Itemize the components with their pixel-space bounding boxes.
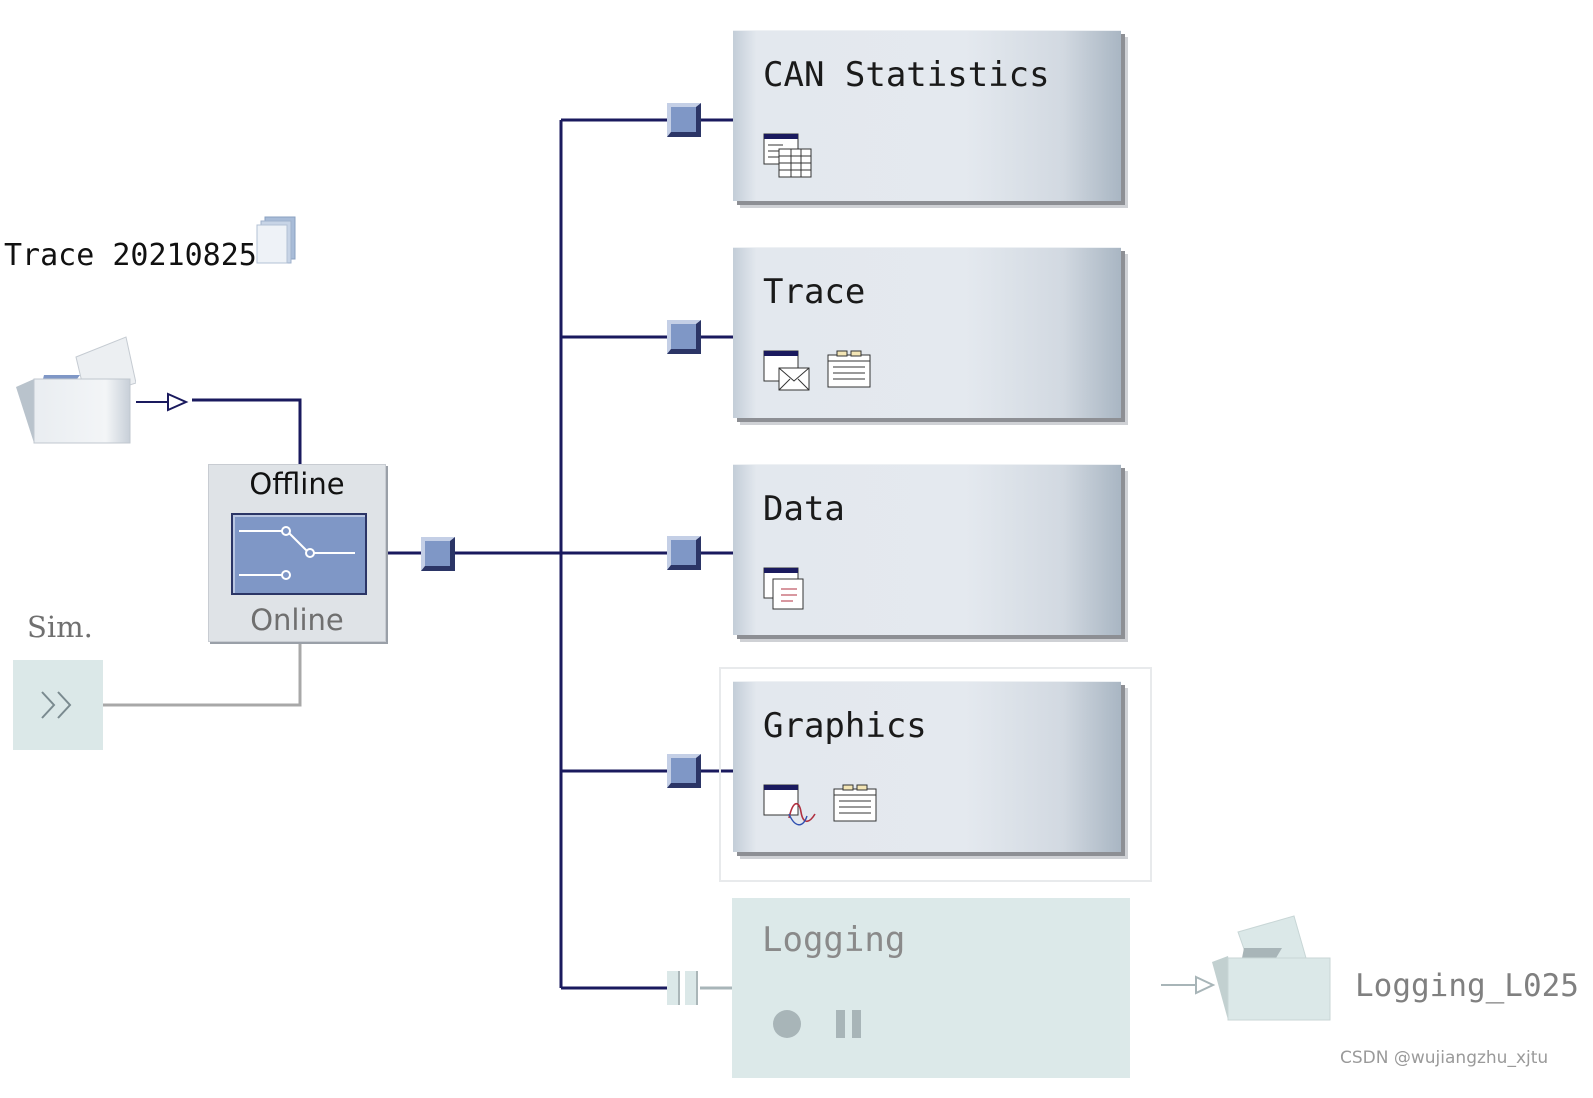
statistics-table-icon[interactable] bbox=[763, 133, 813, 179]
block-graphics[interactable]: Graphics bbox=[733, 681, 1121, 852]
switch-toggle-icon bbox=[239, 526, 355, 580]
graphics-window-icon[interactable] bbox=[763, 784, 817, 828]
offline-online-switch[interactable]: Offline Online bbox=[208, 464, 386, 642]
watermark: CSDN @wujiangzhu_xjtu bbox=[1340, 1048, 1549, 1068]
graphics-node[interactable] bbox=[667, 754, 701, 788]
online-label[interactable]: Online bbox=[250, 603, 344, 637]
config-list-icon[interactable] bbox=[833, 784, 877, 822]
block-data[interactable]: Data bbox=[733, 464, 1121, 635]
logging-file-label: Logging_L025 bbox=[1355, 968, 1579, 1004]
can-statistics-node[interactable] bbox=[667, 103, 701, 137]
config-list-icon[interactable] bbox=[827, 350, 871, 388]
block-title: Data bbox=[763, 489, 845, 529]
block-title: Logging bbox=[762, 920, 906, 960]
selected-block-frame bbox=[719, 667, 1152, 882]
document-copy-icon[interactable] bbox=[255, 215, 299, 265]
record-icon[interactable] bbox=[773, 1010, 801, 1038]
logging-folder-icon[interactable] bbox=[1210, 914, 1334, 1024]
switch-panel[interactable] bbox=[231, 513, 367, 595]
sim-label: Sim. bbox=[27, 610, 93, 644]
block-title: Trace bbox=[763, 272, 866, 312]
data-window-icon[interactable] bbox=[763, 567, 807, 611]
trace-file-label: Trace 20210825 bbox=[4, 238, 257, 273]
message-window-icon[interactable] bbox=[763, 350, 811, 392]
folder-icon[interactable] bbox=[14, 335, 136, 447]
switch-output-node[interactable] bbox=[421, 537, 455, 571]
trace-node[interactable] bbox=[667, 320, 701, 354]
logging-node-disabled[interactable] bbox=[667, 971, 701, 1005]
offline-label[interactable]: Offline bbox=[249, 467, 345, 501]
block-can-statistics[interactable]: CAN Statistics bbox=[733, 30, 1121, 201]
data-node[interactable] bbox=[667, 536, 701, 570]
fast-forward-icon bbox=[41, 691, 72, 719]
block-trace[interactable]: Trace bbox=[733, 247, 1121, 418]
block-title: Graphics bbox=[763, 706, 927, 746]
block-title: CAN Statistics bbox=[763, 55, 1050, 95]
pause-icon[interactable] bbox=[836, 1010, 862, 1038]
block-logging[interactable]: Logging bbox=[732, 898, 1130, 1078]
sim-start-button[interactable] bbox=[13, 660, 103, 750]
